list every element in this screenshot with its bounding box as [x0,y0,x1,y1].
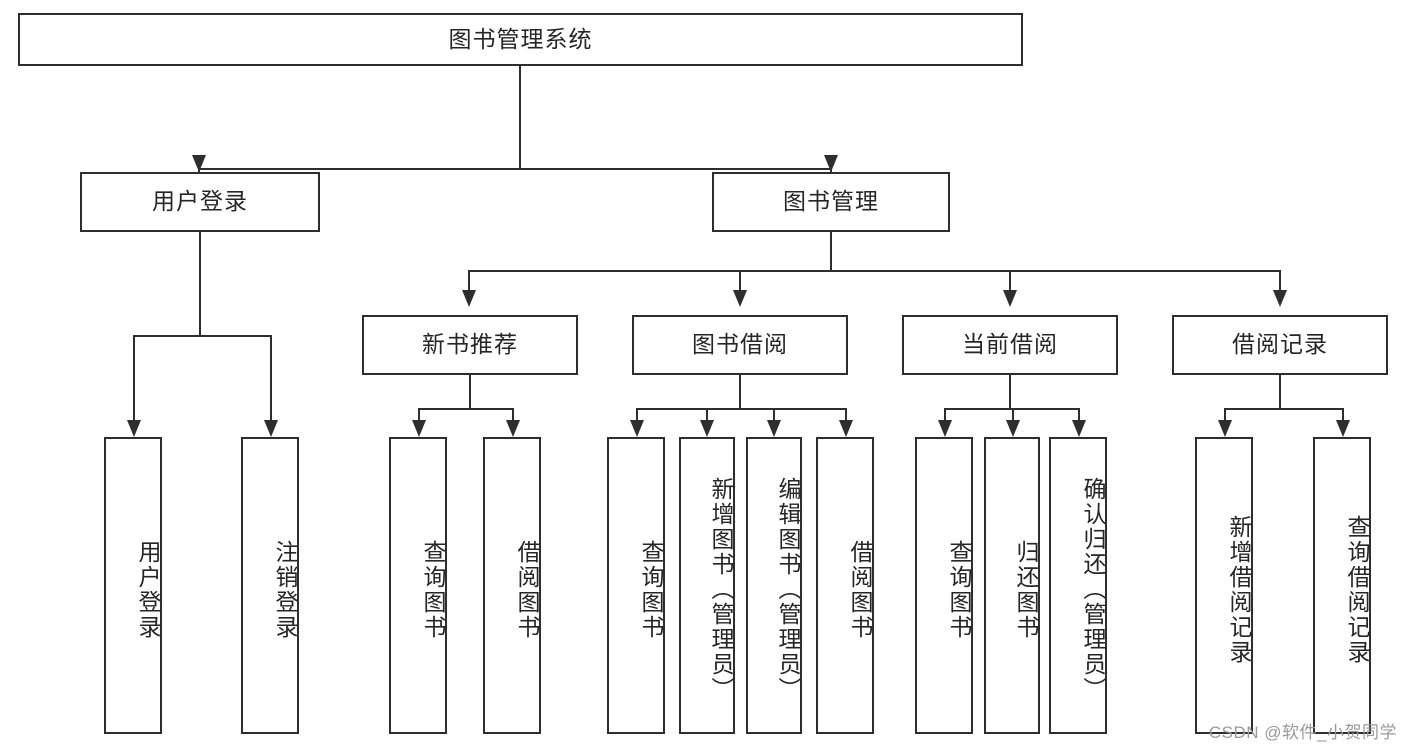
node-new-book-recommend[interactable]: 新书推荐 [362,315,578,375]
connector-br-2 [1342,408,1344,421]
node-book-borrow[interactable]: 图书借阅 [632,315,848,375]
connector-bm-to-current-borrow [1009,270,1011,292]
node-new-book-recommend-label: 新书推荐 [422,331,518,358]
node-book-manage[interactable]: 图书管理 [712,172,950,232]
connector-user-login-left [133,335,135,423]
connector-user-login-stem [199,232,201,337]
connector-user-login-right [270,335,272,423]
arrowhead-leaf-logout [264,420,278,437]
connector-root-bus [198,168,832,170]
node-book-borrow-label: 图书借阅 [692,331,788,358]
arrowhead-add-record [1218,420,1232,437]
connector-book-manage-stem [830,232,832,272]
arrowhead-query-book-1 [412,420,426,437]
node-root-label: 图书管理系统 [448,25,593,52]
connector-book-borrow-bus [636,408,846,410]
connector-nb-left [418,408,420,421]
connector-book-borrow-stem [739,375,741,410]
arrowhead-query-record [1336,420,1350,437]
connector-borrow-record-stem [1279,375,1281,410]
connector-root-stem [519,65,521,170]
connector-cb-2 [1012,408,1014,421]
node-leaf-query-book-3[interactable]: 查询图书 [915,437,973,734]
connector-bm-to-borrow-record [1279,270,1281,292]
connector-book-manage-bus [468,270,1280,272]
connector-cb-3 [1078,408,1080,421]
node-leaf-logout[interactable]: 注销登录 [241,437,299,734]
node-borrow-record-label: 借阅记录 [1232,331,1328,358]
arrowhead-borrow-book-2 [839,420,853,437]
node-leaf-borrow-book-1-label: 借阅图书 [514,539,540,640]
arrowhead-query-book-3 [938,420,952,437]
node-current-borrow[interactable]: 当前借阅 [902,315,1118,375]
node-user-login-label: 用户登录 [152,188,248,215]
connector-br-1 [1224,408,1226,421]
connector-bb-3 [773,408,775,421]
connector-new-book-stem [469,375,471,410]
node-leaf-borrow-book-1[interactable]: 借阅图书 [483,437,541,734]
arrowhead-book-borrow [733,290,747,307]
node-leaf-edit-book-label: 编辑图书（管理员） [775,477,801,702]
connector-bb-2 [706,408,708,421]
arrowhead-user-login [192,155,206,172]
node-leaf-query-record-label: 查询借阅记录 [1344,514,1370,665]
arrowhead-borrow-book-1 [506,420,520,437]
node-leaf-user-login[interactable]: 用户登录 [104,437,162,734]
node-leaf-confirm-return-label: 确认归还（管理员） [1080,477,1106,702]
node-leaf-return-book-label: 归还图书 [1013,539,1039,640]
node-user-login[interactable]: 用户登录 [80,172,320,232]
connector-bm-to-new-book [468,270,470,292]
node-leaf-borrow-book-2[interactable]: 借阅图书 [816,437,874,734]
arrowhead-query-book-2 [630,420,644,437]
arrowhead-borrow-record [1273,290,1287,307]
node-leaf-query-book-1[interactable]: 查询图书 [389,437,447,734]
arrowhead-return-book [1006,420,1020,437]
arrowhead-edit-book [767,420,781,437]
connector-current-borrow-stem [1009,375,1011,410]
node-book-manage-label: 图书管理 [783,188,879,215]
node-leaf-add-book[interactable]: 新增图书（管理员） [679,437,735,734]
arrowhead-confirm-return [1072,420,1086,437]
node-leaf-confirm-return[interactable]: 确认归还（管理员） [1049,437,1107,734]
node-leaf-logout-label: 注销登录 [272,539,298,640]
node-leaf-query-book-2-label: 查询图书 [638,539,664,640]
connector-user-login-bus [133,335,271,337]
node-leaf-return-book[interactable]: 归还图书 [984,437,1040,734]
connector-new-book-bus [418,408,513,410]
node-leaf-query-book-1-label: 查询图书 [420,539,446,640]
node-leaf-borrow-book-2-label: 借阅图书 [847,539,873,640]
connector-bb-4 [845,408,847,421]
node-leaf-add-record-label: 新增借阅记录 [1226,514,1252,665]
connector-bb-1 [636,408,638,421]
arrowhead-new-book-rec [462,290,476,307]
arrowhead-current-borrow [1003,290,1017,307]
connector-nb-right [512,408,514,421]
node-leaf-add-record[interactable]: 新增借阅记录 [1195,437,1253,734]
connector-cb-1 [944,408,946,421]
arrowhead-book-manage [824,155,838,172]
node-current-borrow-label: 当前借阅 [962,331,1058,358]
node-leaf-edit-book[interactable]: 编辑图书（管理员） [746,437,802,734]
arrowhead-leaf-user-login [127,420,141,437]
connector-borrow-record-bus [1224,408,1343,410]
node-borrow-record[interactable]: 借阅记录 [1172,315,1388,375]
connector-current-borrow-bus [944,408,1079,410]
node-leaf-query-book-2[interactable]: 查询图书 [607,437,665,734]
node-leaf-query-book-3-label: 查询图书 [946,539,972,640]
node-leaf-query-record[interactable]: 查询借阅记录 [1313,437,1371,734]
csdn-watermark: CSDN @软件_小贺同学 [1208,723,1397,742]
node-leaf-user-login-label: 用户登录 [135,539,161,640]
connector-bm-to-book-borrow [739,270,741,292]
arrowhead-add-book [700,420,714,437]
node-root[interactable]: 图书管理系统 [18,13,1023,66]
node-leaf-add-book-label: 新增图书（管理员） [708,477,734,702]
